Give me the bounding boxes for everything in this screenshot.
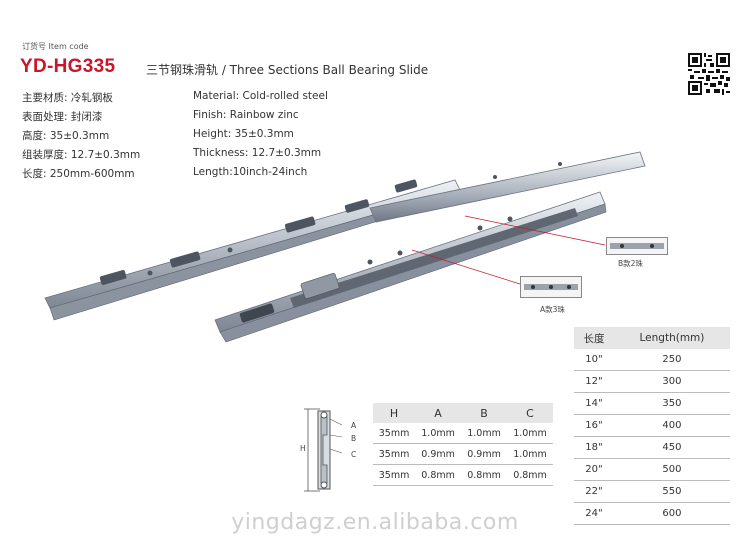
dim-label-a: A bbox=[351, 421, 357, 430]
table-cell: 0.9mm bbox=[415, 443, 462, 465]
callout-a-detail bbox=[520, 276, 582, 298]
table-cell: 0.8mm bbox=[461, 464, 508, 486]
spec-en-material: Material: Cold-rolled steel bbox=[193, 90, 328, 102]
table-cell: 35mm bbox=[373, 423, 416, 444]
table-cell: 400 bbox=[613, 414, 730, 437]
upper-slide-rail bbox=[44, 151, 646, 321]
product-title: 三节钢珠滑轨 / Three Sections Ball Bearing Sli… bbox=[146, 63, 429, 77]
table-cell: 35mm bbox=[373, 464, 416, 486]
dimension-table-header: H A B C bbox=[373, 403, 553, 423]
length-table: 长度 Length(mm) 10"250 12"300 14"350 16"40… bbox=[574, 327, 730, 525]
header-length-cn: 长度 bbox=[574, 327, 614, 349]
header-h: H bbox=[373, 403, 416, 423]
table-cell: 500 bbox=[613, 458, 730, 481]
table-row: 16"400 bbox=[574, 414, 730, 437]
table-row: 20"500 bbox=[574, 458, 730, 481]
table-cell: 14" bbox=[574, 392, 614, 415]
slide-illustration bbox=[44, 151, 646, 343]
spec-cn-length: 长度: 250mm-600mm bbox=[22, 168, 135, 180]
table-cell: 12" bbox=[574, 370, 614, 393]
table-cell: 18" bbox=[574, 436, 614, 459]
table-row: 22"550 bbox=[574, 480, 730, 503]
spec-cn-height: 高度: 35±0.3mm bbox=[22, 130, 110, 142]
table-row: 18"450 bbox=[574, 436, 730, 459]
model-number: YD-HG335 bbox=[20, 56, 116, 77]
spec-en-length: Length:10inch-24inch bbox=[193, 166, 308, 178]
table-row: 10"250 bbox=[574, 349, 730, 371]
dim-label-b: B bbox=[351, 434, 357, 443]
table-cell: 0.8mm bbox=[415, 464, 462, 486]
table-cell: 22" bbox=[574, 480, 614, 503]
callout-a-label: A款3珠 bbox=[540, 305, 565, 314]
table-cell: 24" bbox=[574, 502, 614, 525]
length-table-header: 长度 Length(mm) bbox=[574, 327, 730, 349]
callout-b-label: B款2珠 bbox=[618, 259, 643, 268]
table-cell: 0.8mm bbox=[507, 464, 553, 486]
table-cell: 450 bbox=[613, 436, 730, 459]
header-a: A bbox=[415, 403, 462, 423]
lower-slide-rail bbox=[214, 191, 607, 343]
dimension-table: H A B C 35mm 1.0mm 1.0mm 1.0mm 35mm 0.9m… bbox=[373, 403, 553, 486]
table-cell: 600 bbox=[613, 502, 730, 525]
header-c: C bbox=[507, 403, 553, 423]
table-cell: 300 bbox=[613, 370, 730, 393]
header-b: B bbox=[461, 403, 508, 423]
table-row: 12"300 bbox=[574, 370, 730, 393]
table-cell: 550 bbox=[613, 480, 730, 503]
table-row: 24"600 bbox=[574, 502, 730, 525]
table-cell: 1.0mm bbox=[507, 423, 553, 444]
table-cell: 250 bbox=[613, 349, 730, 371]
table-cell: 20" bbox=[574, 458, 614, 481]
qr-code-icon bbox=[688, 53, 730, 95]
cross-section-diagram bbox=[304, 408, 343, 492]
spec-en-finish: Finish: Rainbow zinc bbox=[193, 109, 299, 121]
spec-en-thickness: Thickness: 12.7±0.3mm bbox=[193, 147, 322, 159]
spec-en-height: Height: 35±0.3mm bbox=[193, 128, 294, 140]
table-cell: 350 bbox=[613, 392, 730, 415]
watermark: yingdagz.en.alibaba.com bbox=[231, 510, 519, 535]
spec-cn-thickness: 组装厚度: 12.7±0.3mm bbox=[22, 149, 141, 161]
table-cell: 1.0mm bbox=[461, 423, 508, 444]
spec-cn-material: 主要材质: 冷轧钢板 bbox=[22, 92, 113, 104]
table-row: 35mm 1.0mm 1.0mm 1.0mm bbox=[373, 423, 553, 444]
table-cell: 1.0mm bbox=[415, 423, 462, 444]
table-row: 35mm 0.8mm 0.8mm 0.8mm bbox=[373, 464, 553, 486]
dim-label-c: C bbox=[351, 450, 357, 459]
table-cell: 16" bbox=[574, 414, 614, 437]
table-cell: 1.0mm bbox=[507, 443, 553, 465]
item-code-label: 订货号 Item code bbox=[22, 42, 89, 51]
table-row: 14"350 bbox=[574, 392, 730, 415]
dim-label-h: H bbox=[300, 444, 306, 453]
table-cell: 0.9mm bbox=[461, 443, 508, 465]
table-cell: 10" bbox=[574, 349, 614, 371]
callout-b-detail bbox=[606, 237, 668, 255]
table-cell: 35mm bbox=[373, 443, 416, 465]
header-length-mm: Length(mm) bbox=[613, 327, 730, 349]
spec-cn-finish: 表面处理: 封闭漆 bbox=[22, 111, 103, 123]
table-row: 35mm 0.9mm 0.9mm 1.0mm bbox=[373, 443, 553, 465]
